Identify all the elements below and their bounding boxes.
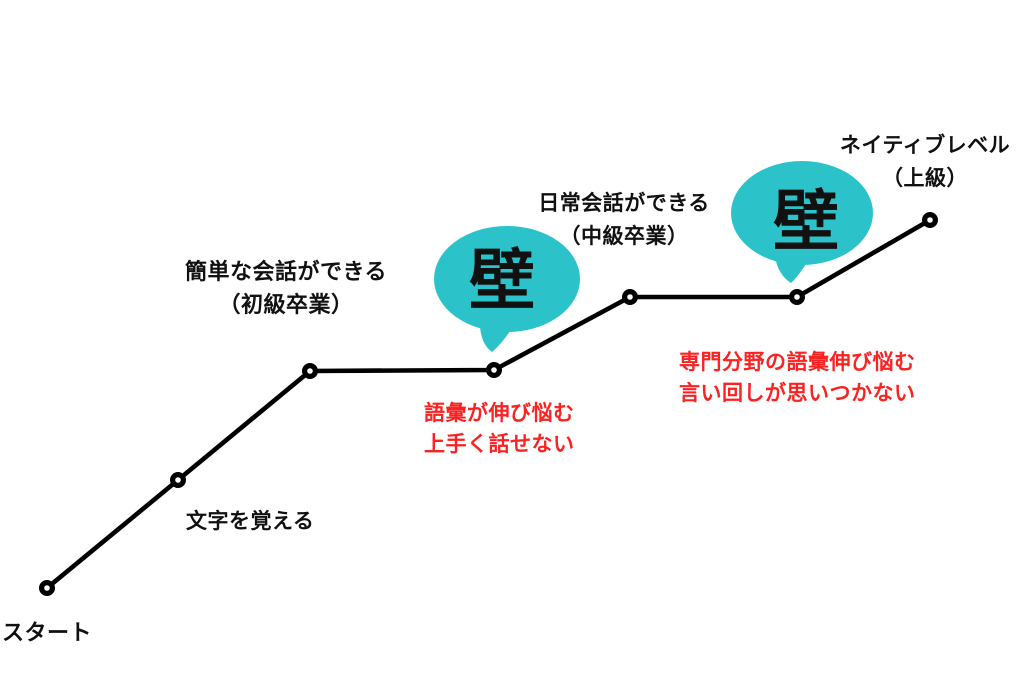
milestone-node-wall-1: [486, 362, 503, 379]
stage-label-native-level-line2: （上級）: [882, 167, 968, 190]
milestone-node-daily-conversation: [621, 289, 638, 306]
wall-note-1-line2: 上手く話せない: [424, 433, 575, 456]
wall-note-1-line1: 語彙が伸び悩む: [424, 402, 575, 425]
wall-note-1: 語彙が伸び悩む 上手く話せない: [424, 398, 575, 460]
wall-kanji-2: 壁: [773, 184, 839, 258]
stage-label-daily-conversation: 日常会話ができる （中級卒業）: [474, 187, 774, 253]
wall-note-2: 専門分野の語彙伸び悩む 言い回しが思いつかない: [679, 347, 916, 409]
stage-label-native-level-line1: ネイティブレベル: [839, 134, 1011, 157]
stage-label-daily-conversation-line1: 日常会話ができる: [538, 192, 710, 215]
speech-bubble-2-shape: [731, 161, 873, 265]
milestone-node-wall-2: [788, 289, 805, 306]
stage-label-learn-characters: 文字を覚える: [186, 510, 315, 533]
stage-label-native-level: ネイティブレベル （上級）: [775, 129, 1024, 195]
stage-label-daily-conversation-line2: （中級卒業）: [559, 225, 689, 248]
wall-note-2-line2: 言い回しが思いつかない: [679, 382, 916, 405]
stage-label-simple-conversation-line1: 簡単な会話ができる: [184, 259, 388, 284]
milestone-node-start: [38, 579, 55, 596]
wall-kanji-1: 壁: [469, 243, 535, 317]
speech-bubble-1-shape: [434, 226, 580, 332]
milestone-node-native-level: [921, 212, 938, 229]
milestone-node-simple-conversation: [302, 363, 319, 380]
stage-label-simple-conversation: 簡単な会話ができる （初級卒業）: [136, 255, 436, 321]
stage-label-start: スタート: [2, 620, 93, 645]
wall-note-2-line1: 専門分野の語彙伸び悩む: [679, 351, 916, 374]
milestone-node-learn-characters: [170, 472, 187, 489]
stage-label-simple-conversation-line2: （初級卒業）: [218, 292, 354, 317]
